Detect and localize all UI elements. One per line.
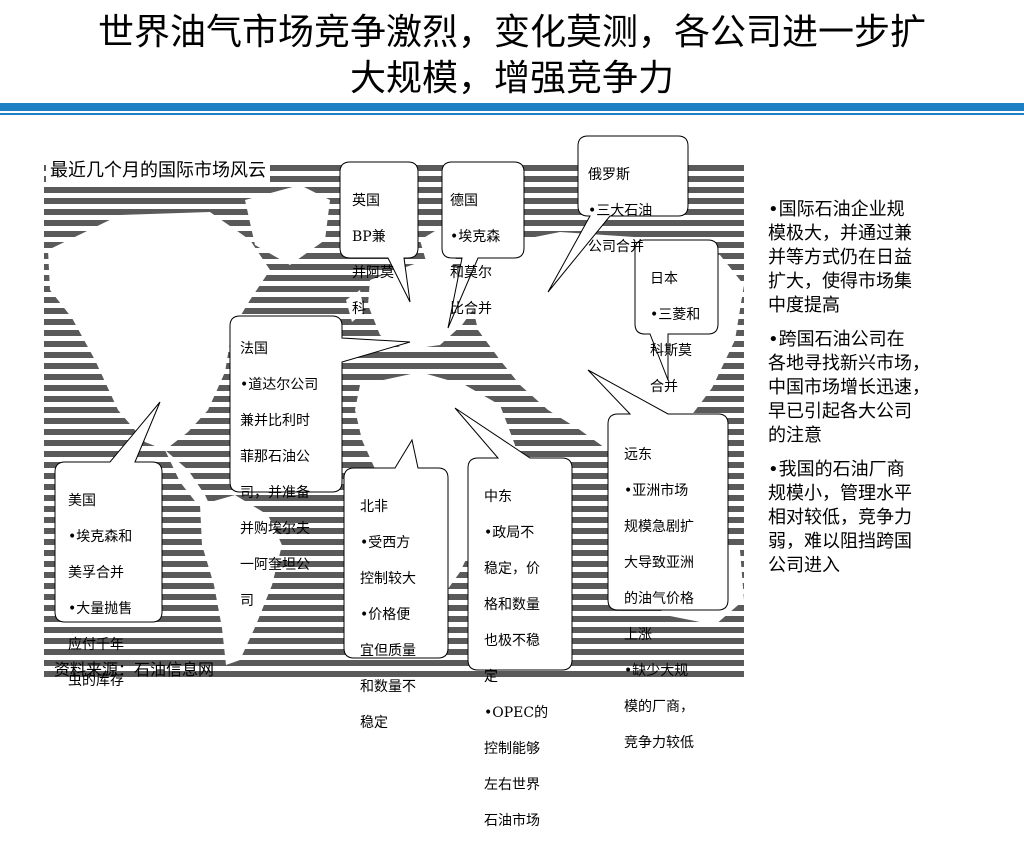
callout-germany-line: 德国 — [450, 193, 478, 209]
callout-north-africa: 北非 •受西方 控制较大 •价格便 宜但质量 和数量不 稳定 — [360, 480, 446, 750]
callout-japan-line: •三菱和 — [650, 307, 701, 323]
key-point: •跨国石油公司在 各地寻找新兴市场， 中国市场增长迅速， 早已引起各大公司 的注… — [768, 329, 930, 446]
callout-russia-line: 公司合并 — [588, 239, 644, 255]
callout-france-line: 菲那石油公 — [240, 449, 310, 465]
callout-fareast-line: 竞争力较低 — [624, 735, 694, 751]
callout-fareast-line: 的油气价格 — [624, 591, 694, 607]
callout-japan: 日本 •三菱和 科斯莫 合并 — [650, 252, 716, 414]
callout-nafrica-line: 和数量不 — [360, 679, 416, 695]
callout-usa-line: •埃克森和 — [68, 529, 133, 545]
callout-nafrica-line: •价格便 — [360, 607, 411, 623]
slide-title: 世界油气市场竞争激烈，变化莫测，各公司进一步扩 大规模，增强竞争力 — [20, 10, 1004, 102]
callout-usa-line: 应付千年 — [68, 637, 124, 653]
title-rule-thick — [0, 103, 1024, 111]
callout-nafrica-line: 北非 — [360, 499, 388, 515]
callout-germany-line: 和莫尔 — [450, 265, 492, 281]
callout-uk-line: 科 — [352, 301, 366, 317]
callout-japan-line: 合并 — [650, 379, 678, 395]
callout-fareast-line: 大导致亚洲 — [624, 555, 694, 571]
callout-usa-line: 美国 — [68, 493, 96, 509]
callout-middle-east: 中东 •政局不 稳定，价 格和数量 也极不稳 定 •OPEC的 控制能够 左右世… — [484, 470, 570, 848]
world-map-figure — [44, 135, 744, 680]
callout-fareast-line: 模的厂商， — [624, 699, 694, 715]
callout-shape-russia — [547, 135, 689, 293]
callout-mideast-line: 稳定，价 — [484, 561, 540, 577]
callout-fareast-line: •亚洲市场 — [624, 483, 689, 499]
key-point: •国际石油企业规 模极大，并通过兼 并等方式仍在日益 扩大，使得市场集 中度提高 — [768, 199, 912, 316]
callout-germany-line: 比合并 — [450, 301, 492, 317]
callout-russia-line: •三大石油 — [588, 203, 653, 219]
callout-shape-mideast — [454, 407, 573, 671]
callout-germany-line: •埃克森 — [450, 229, 501, 245]
callout-shape-japan — [634, 239, 719, 381]
callout-nafrica-line: •受西方 — [360, 535, 411, 551]
callout-usa-line: 虫的库存 — [68, 673, 124, 689]
callout-japan-line: 日本 — [650, 271, 678, 287]
slide-title-line-2: 大规模，增强竞争力 — [349, 58, 674, 99]
callout-bubbles — [54, 135, 729, 671]
callout-mideast-line: 石油市场 — [484, 813, 540, 829]
callout-usa-line: •大量抛售 — [68, 601, 133, 617]
callout-shape-usa — [54, 401, 163, 623]
callout-mideast-line: •政局不 — [484, 525, 535, 541]
callout-france-line: 兼并比利时 — [240, 413, 310, 429]
callout-shape-uk — [339, 161, 419, 303]
callout-mideast-line: 左右世界 — [484, 777, 540, 793]
callout-mideast-line: 格和数量 — [484, 597, 540, 613]
slide-title-line-1: 世界油气市场竞争激烈，变化莫测，各公司进一步扩 — [97, 12, 926, 53]
callout-fareast-line: •缺少大规 — [624, 663, 689, 679]
map-subtitle: 最近几个月的国际市场风云 — [46, 156, 270, 182]
callout-mideast-line: 控制能够 — [484, 741, 540, 757]
callout-uk: 英国 BP兼 并阿莫 科 — [352, 174, 414, 336]
callout-france-line: 法国 — [240, 341, 268, 357]
callout-fareast-line: 规模急剧扩 — [624, 519, 694, 535]
callout-shape-fareast — [587, 369, 729, 611]
key-point: •我国的石油厂商 规模小，管理水平 相对较低，竞争力 弱，难以阻挡跨国 公司进入 — [768, 459, 912, 576]
callout-shape-germany — [441, 161, 525, 329]
callout-far-east: 远东 •亚洲市场 规模急剧扩 大导致亚洲 的油气价格 上涨 •缺少大规 模的厂商… — [624, 428, 726, 770]
callout-mideast-line: 中东 — [484, 489, 512, 505]
callout-shape-france — [229, 315, 411, 493]
callout-mideast-line: 也极不稳 — [484, 633, 540, 649]
callout-france-line: 司 — [240, 593, 254, 609]
callout-mideast-line: 定 — [484, 669, 498, 685]
callout-france-line: 一阿奎坦公 — [240, 557, 310, 573]
callout-shape-nafrica — [343, 438, 449, 659]
callout-russia: 俄罗斯 •三大石油 公司合并 — [588, 148, 684, 274]
callout-uk-line: 并阿莫 — [352, 265, 394, 281]
callout-germany: 德国 •埃克森 和莫尔 比合并 — [450, 174, 522, 336]
callout-france-line: 司，并准备 — [240, 485, 310, 501]
callout-fareast-line: 上涨 — [624, 627, 652, 643]
callout-russia-line: 俄罗斯 — [588, 167, 630, 183]
callout-france-line: •道达尔公司 — [240, 377, 319, 393]
callout-nafrica-line: 宜但质量 — [360, 643, 416, 659]
callout-france: 法国 •道达尔公司 兼并比利时 菲那石油公 司，并准备 并购埃尔夫 一阿奎坦公 … — [240, 322, 340, 628]
key-points-list: •国际石油企业规 模极大，并通过兼 并等方式仍在日益 扩大，使得市场集 中度提高… — [768, 198, 964, 588]
title-rule-thin — [0, 113, 1024, 115]
callout-usa-line: 美孚合并 — [68, 565, 124, 581]
callout-france-line: 并购埃尔夫 — [240, 521, 310, 537]
source-note: 资料来源：石油信息网 — [54, 660, 215, 679]
callout-uk-line: BP兼 — [352, 229, 386, 245]
callout-uk-line: 英国 — [352, 193, 380, 209]
callout-nafrica-line: 稳定 — [360, 715, 388, 731]
callout-usa: 美国 •埃克森和 美孚合并 •大量抛售 应付千年 虫的库存 — [68, 474, 160, 708]
callout-fareast-line: 远东 — [624, 447, 652, 463]
callout-nafrica-line: 控制较大 — [360, 571, 416, 587]
callout-mideast-line: •OPEC的 — [484, 705, 549, 721]
callout-japan-line: 科斯莫 — [650, 343, 692, 359]
